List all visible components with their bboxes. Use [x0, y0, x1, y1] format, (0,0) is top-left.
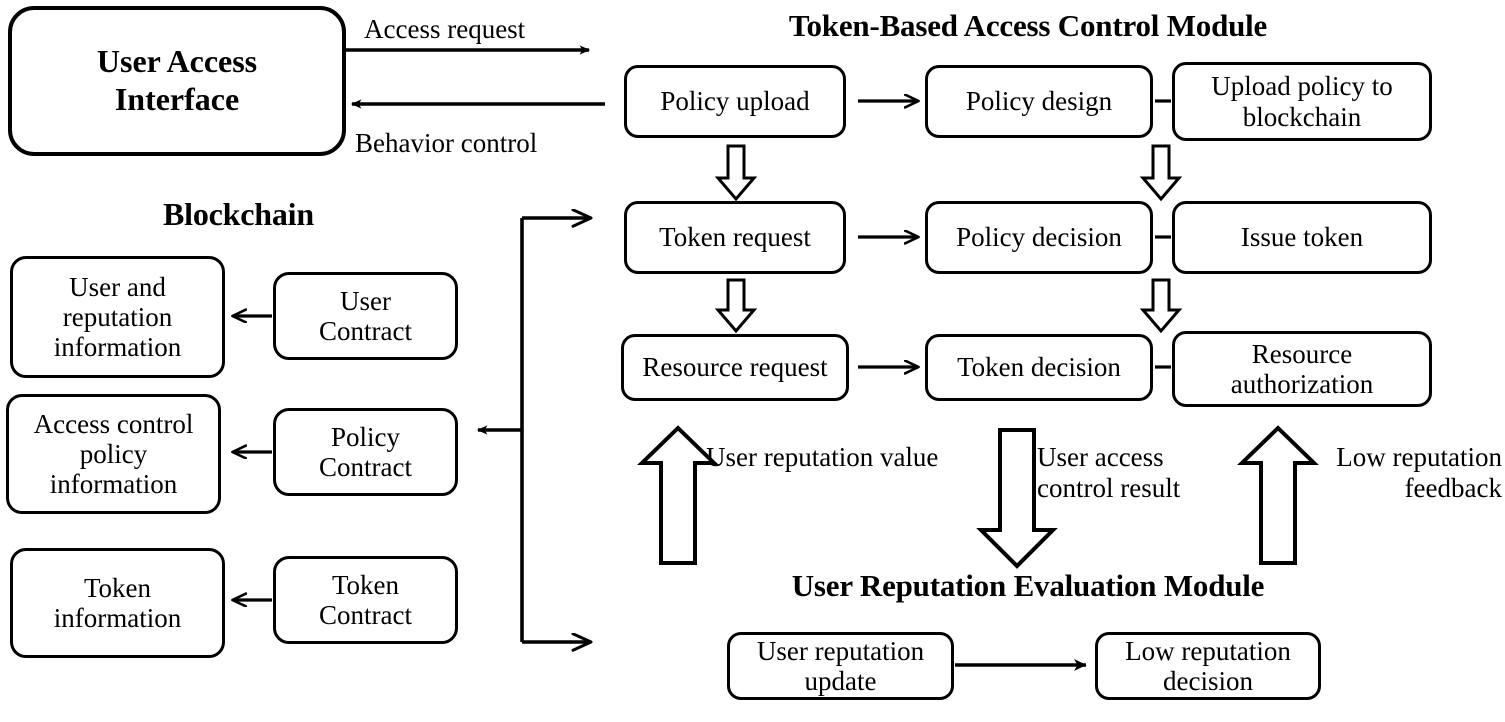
blockchain-bus — [476, 218, 591, 642]
hollow-arrow-token-request-down — [714, 278, 758, 334]
reputation-box-user-reputation-update[interactable]: User reputation update — [727, 632, 954, 700]
edge-label-access-request: Access request — [364, 14, 526, 44]
token-box-token-request[interactable]: Token request — [624, 201, 846, 274]
blockchain-title: Blockchain — [163, 196, 314, 232]
token-box-resource-authorization[interactable]: Resource authorization — [1172, 331, 1432, 407]
token-access-control-module-title: Token-Based Access Control Module — [788, 8, 1268, 43]
edge-label-low-reputation-feedback: Low reputation feedback — [1336, 442, 1502, 503]
user-access-interface-module[interactable]: User Access Interface — [8, 6, 346, 156]
reputation-box-low-reputation-decision[interactable]: Low reputation decision — [1095, 632, 1321, 700]
blockchain-info-token[interactable]: Token information — [10, 548, 225, 658]
user-access-interface-label: User Access Interface — [96, 43, 258, 117]
token-box-policy-upload[interactable]: Policy upload — [624, 65, 846, 138]
edge-label-user-access-control-result: User access control result — [1037, 442, 1181, 503]
hollow-arrow-upload-blockchain-down — [1139, 144, 1183, 202]
token-box-policy-decision[interactable]: Policy decision — [925, 201, 1153, 274]
blockchain-info-user-reputation[interactable]: User and reputation information — [10, 256, 225, 378]
block-arrow-user-reputation-value — [637, 425, 719, 565]
blockchain-contract-token[interactable]: Token Contract — [273, 556, 458, 644]
token-box-resource-request[interactable]: Resource request — [621, 334, 849, 401]
hollow-arrow-policy-upload-down — [714, 144, 758, 202]
hollow-arrow-issue-token-down — [1139, 278, 1183, 334]
blockchain-contract-policy[interactable]: Policy Contract — [273, 408, 458, 496]
edge-label-behavior-control: Behavior control — [355, 128, 538, 158]
block-arrow-low-reputation-feedback — [1237, 425, 1319, 565]
token-box-token-decision[interactable]: Token decision — [925, 334, 1153, 401]
edge-label-user-reputation-value: User reputation value — [706, 442, 939, 472]
blockchain-contract-user[interactable]: User Contract — [273, 272, 458, 360]
token-box-policy-design[interactable]: Policy design — [925, 65, 1153, 138]
blockchain-info-access-policy[interactable]: Access control policy information — [6, 394, 221, 514]
user-reputation-evaluation-module-title: User Reputation Evaluation Module — [791, 568, 1265, 603]
block-arrow-user-access-control-result — [976, 428, 1058, 569]
token-box-issue-token[interactable]: Issue token — [1172, 201, 1432, 274]
token-box-upload-policy-blockchain[interactable]: Upload policy to blockchain — [1172, 62, 1432, 141]
